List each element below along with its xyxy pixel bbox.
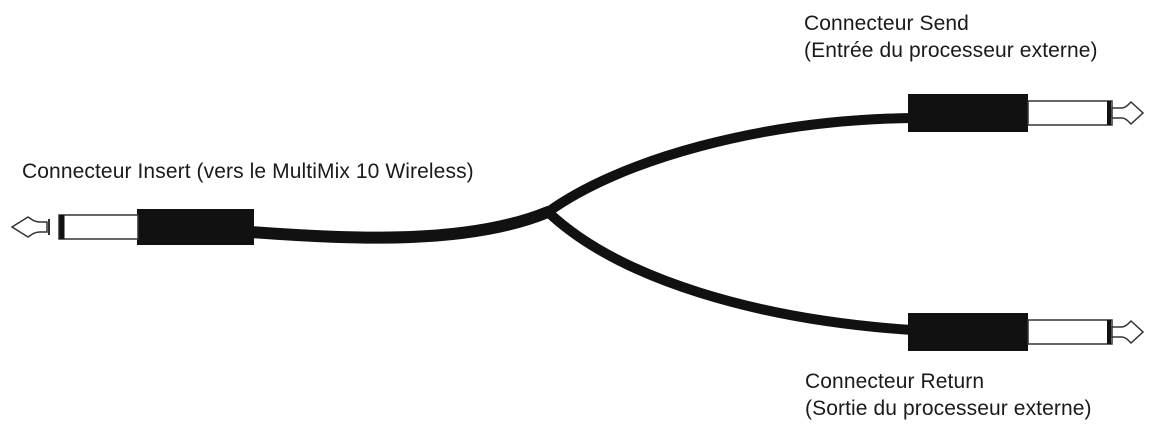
return-plug-tip — [1111, 319, 1145, 345]
cable-branch-send — [543, 113, 917, 217]
send-jack-plug — [908, 94, 1145, 132]
return-connector-label-line2: (Sortie du processeur externe) — [805, 397, 1092, 420]
cable — [244, 113, 917, 335]
send-connector-label-line1: Connecteur Send — [804, 12, 969, 35]
send-plug-tip — [1111, 100, 1145, 126]
send-plug-body — [908, 94, 1028, 132]
insert-connector-label: Connecteur Insert (vers le MultiMix 10 W… — [22, 158, 474, 185]
return-connector-label: Connecteur Return (Sortie du processeur … — [805, 368, 1092, 422]
send-plug-sleeve — [1027, 100, 1113, 126]
return-jack-plug — [908, 313, 1145, 351]
insert-plug-body — [137, 209, 254, 245]
insert-plug-tip — [10, 216, 48, 238]
send-connector-label-line2: (Entrée du processeur externe) — [804, 39, 1098, 62]
cable-branch-return — [543, 207, 917, 335]
return-plug-sleeve — [1027, 319, 1113, 345]
cable-trunk — [244, 206, 554, 244]
send-connector-label: Connecteur Send (Entrée du processeur ex… — [804, 10, 1098, 64]
return-connector-label-line1: Connecteur Return — [805, 370, 985, 393]
return-plug-body — [908, 313, 1028, 351]
insert-connector-label-text: Connecteur Insert (vers le MultiMix 10 W… — [22, 160, 474, 183]
insert-plug-sleeve — [58, 214, 139, 240]
insert-jack-plug — [10, 209, 254, 245]
